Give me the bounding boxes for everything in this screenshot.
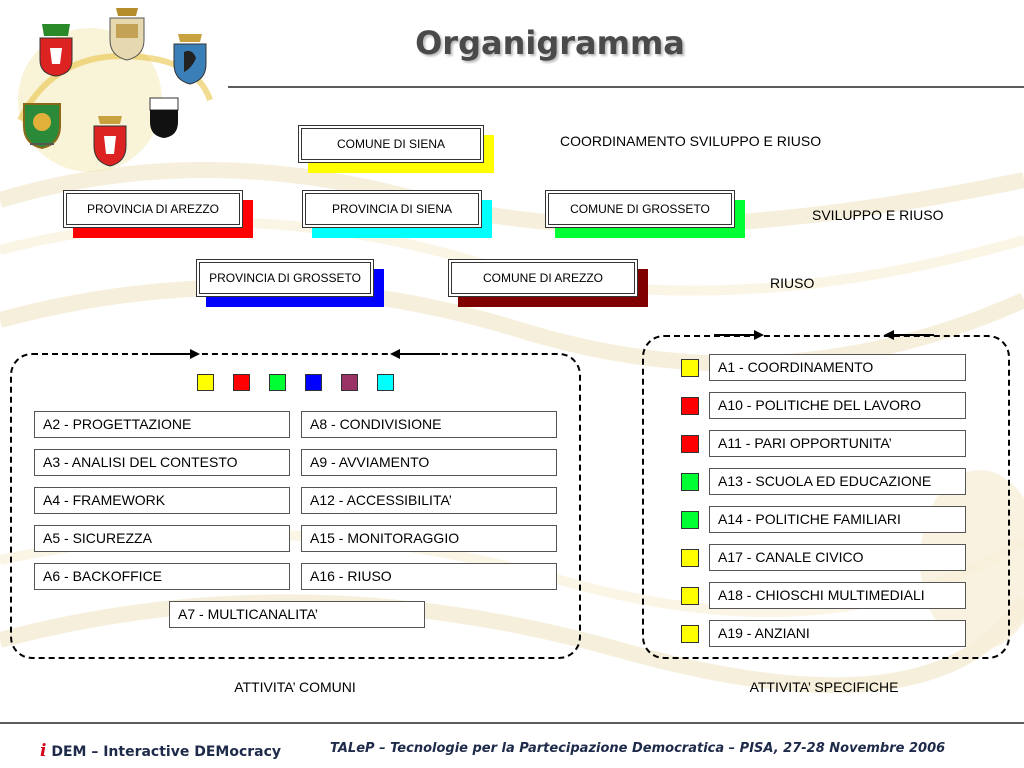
activity-box: A7 - MULTICANALITA’ bbox=[169, 601, 425, 628]
activity-box: A8 - CONDIVISIONE bbox=[301, 411, 557, 438]
footer-brand: i DEM – Interactive DEMocracy bbox=[40, 741, 281, 761]
coat-of-arms-icon bbox=[39, 24, 73, 77]
activity-box: A4 - FRAMEWORK bbox=[34, 487, 290, 514]
color-swatch bbox=[681, 359, 699, 377]
coat-of-arms-icon bbox=[149, 97, 179, 138]
org-box-label: PROVINCIA DI SIENA bbox=[302, 190, 482, 228]
color-swatch bbox=[681, 549, 699, 567]
color-swatch bbox=[233, 374, 250, 391]
activity-box: A17 - CANALE CIVICO bbox=[709, 544, 966, 571]
org-box-label: COMUNE DI GROSSETO bbox=[545, 190, 735, 228]
activity-box: A19 - ANZIANI bbox=[709, 620, 966, 647]
specific-activities-label: ATTIVITA’ SPECIFICHE bbox=[749, 679, 899, 695]
color-swatch bbox=[681, 511, 699, 529]
coat-of-arms-icon bbox=[93, 116, 127, 167]
activity-box: A12 - ACCESSIBILITA’ bbox=[301, 487, 557, 514]
coat-of-arms-icon bbox=[173, 34, 207, 85]
color-swatch bbox=[197, 374, 214, 391]
activity-box: A11 - PARI OPPORTUNITA’ bbox=[709, 430, 966, 457]
page-title: Organigramma bbox=[415, 24, 685, 62]
activity-box: A18 - CHIOSCHI MULTIMEDIALI bbox=[709, 582, 966, 609]
org-box-label: PROVINCIA DI GROSSETO bbox=[196, 259, 374, 297]
region-arrows bbox=[150, 330, 934, 359]
activity-box: A1 - COORDINAMENTO bbox=[709, 354, 966, 381]
color-swatch bbox=[341, 374, 358, 391]
specific-activities-region bbox=[642, 335, 1010, 659]
color-swatch bbox=[377, 374, 394, 391]
coat-of-arms-icon bbox=[23, 103, 61, 150]
color-swatch bbox=[681, 625, 699, 643]
color-swatch bbox=[269, 374, 286, 391]
role-label-sviluppo: SVILUPPO E RIUSO bbox=[812, 207, 944, 223]
org-box-label: COMUNE DI AREZZO bbox=[448, 259, 638, 297]
footer-event: TALeP – Tecnologie per la Partecipazione… bbox=[330, 741, 946, 756]
color-swatch bbox=[681, 587, 699, 605]
activity-box: A16 - RIUSO bbox=[301, 563, 557, 590]
role-label-riuso: RIUSO bbox=[770, 275, 815, 291]
org-box-label: PROVINCIA DI AREZZO bbox=[63, 190, 243, 228]
common-activities-label: ATTIVITA’ COMUNI bbox=[234, 679, 356, 695]
color-swatch bbox=[305, 374, 322, 391]
activity-box: A9 - AVVIAMENTO bbox=[301, 449, 557, 476]
activity-box: A14 - POLITICHE FAMILIARI bbox=[709, 506, 966, 533]
brand-i-glyph: i bbox=[40, 741, 47, 761]
org-box-label: COMUNE DI SIENA bbox=[298, 125, 484, 163]
footer-divider bbox=[0, 722, 1024, 724]
activity-box: A15 - MONITORAGGIO bbox=[301, 525, 557, 552]
role-label-coordinamento: COORDINAMENTO SVILUPPO E RIUSO bbox=[560, 133, 822, 149]
activity-box: A2 - PROGETTAZIONE bbox=[34, 411, 290, 438]
activity-box: A6 - BACKOFFICE bbox=[34, 563, 290, 590]
logo-cluster bbox=[18, 4, 218, 167]
brand-text: DEM – Interactive DEMocracy bbox=[51, 744, 282, 760]
header-divider bbox=[228, 86, 1024, 88]
activity-box: A3 - ANALISI DEL CONTESTO bbox=[34, 449, 290, 476]
color-swatch bbox=[681, 473, 699, 491]
activity-box: A5 - SICUREZZA bbox=[34, 525, 290, 552]
activity-box: A10 - POLITICHE DEL LAVORO bbox=[709, 392, 966, 419]
activity-box: A13 - SCUOLA ED EDUCAZIONE bbox=[709, 468, 966, 495]
coat-of-arms-icon bbox=[109, 8, 145, 61]
common-activities-region bbox=[10, 353, 581, 659]
color-swatch bbox=[681, 397, 699, 415]
color-swatch bbox=[681, 435, 699, 453]
